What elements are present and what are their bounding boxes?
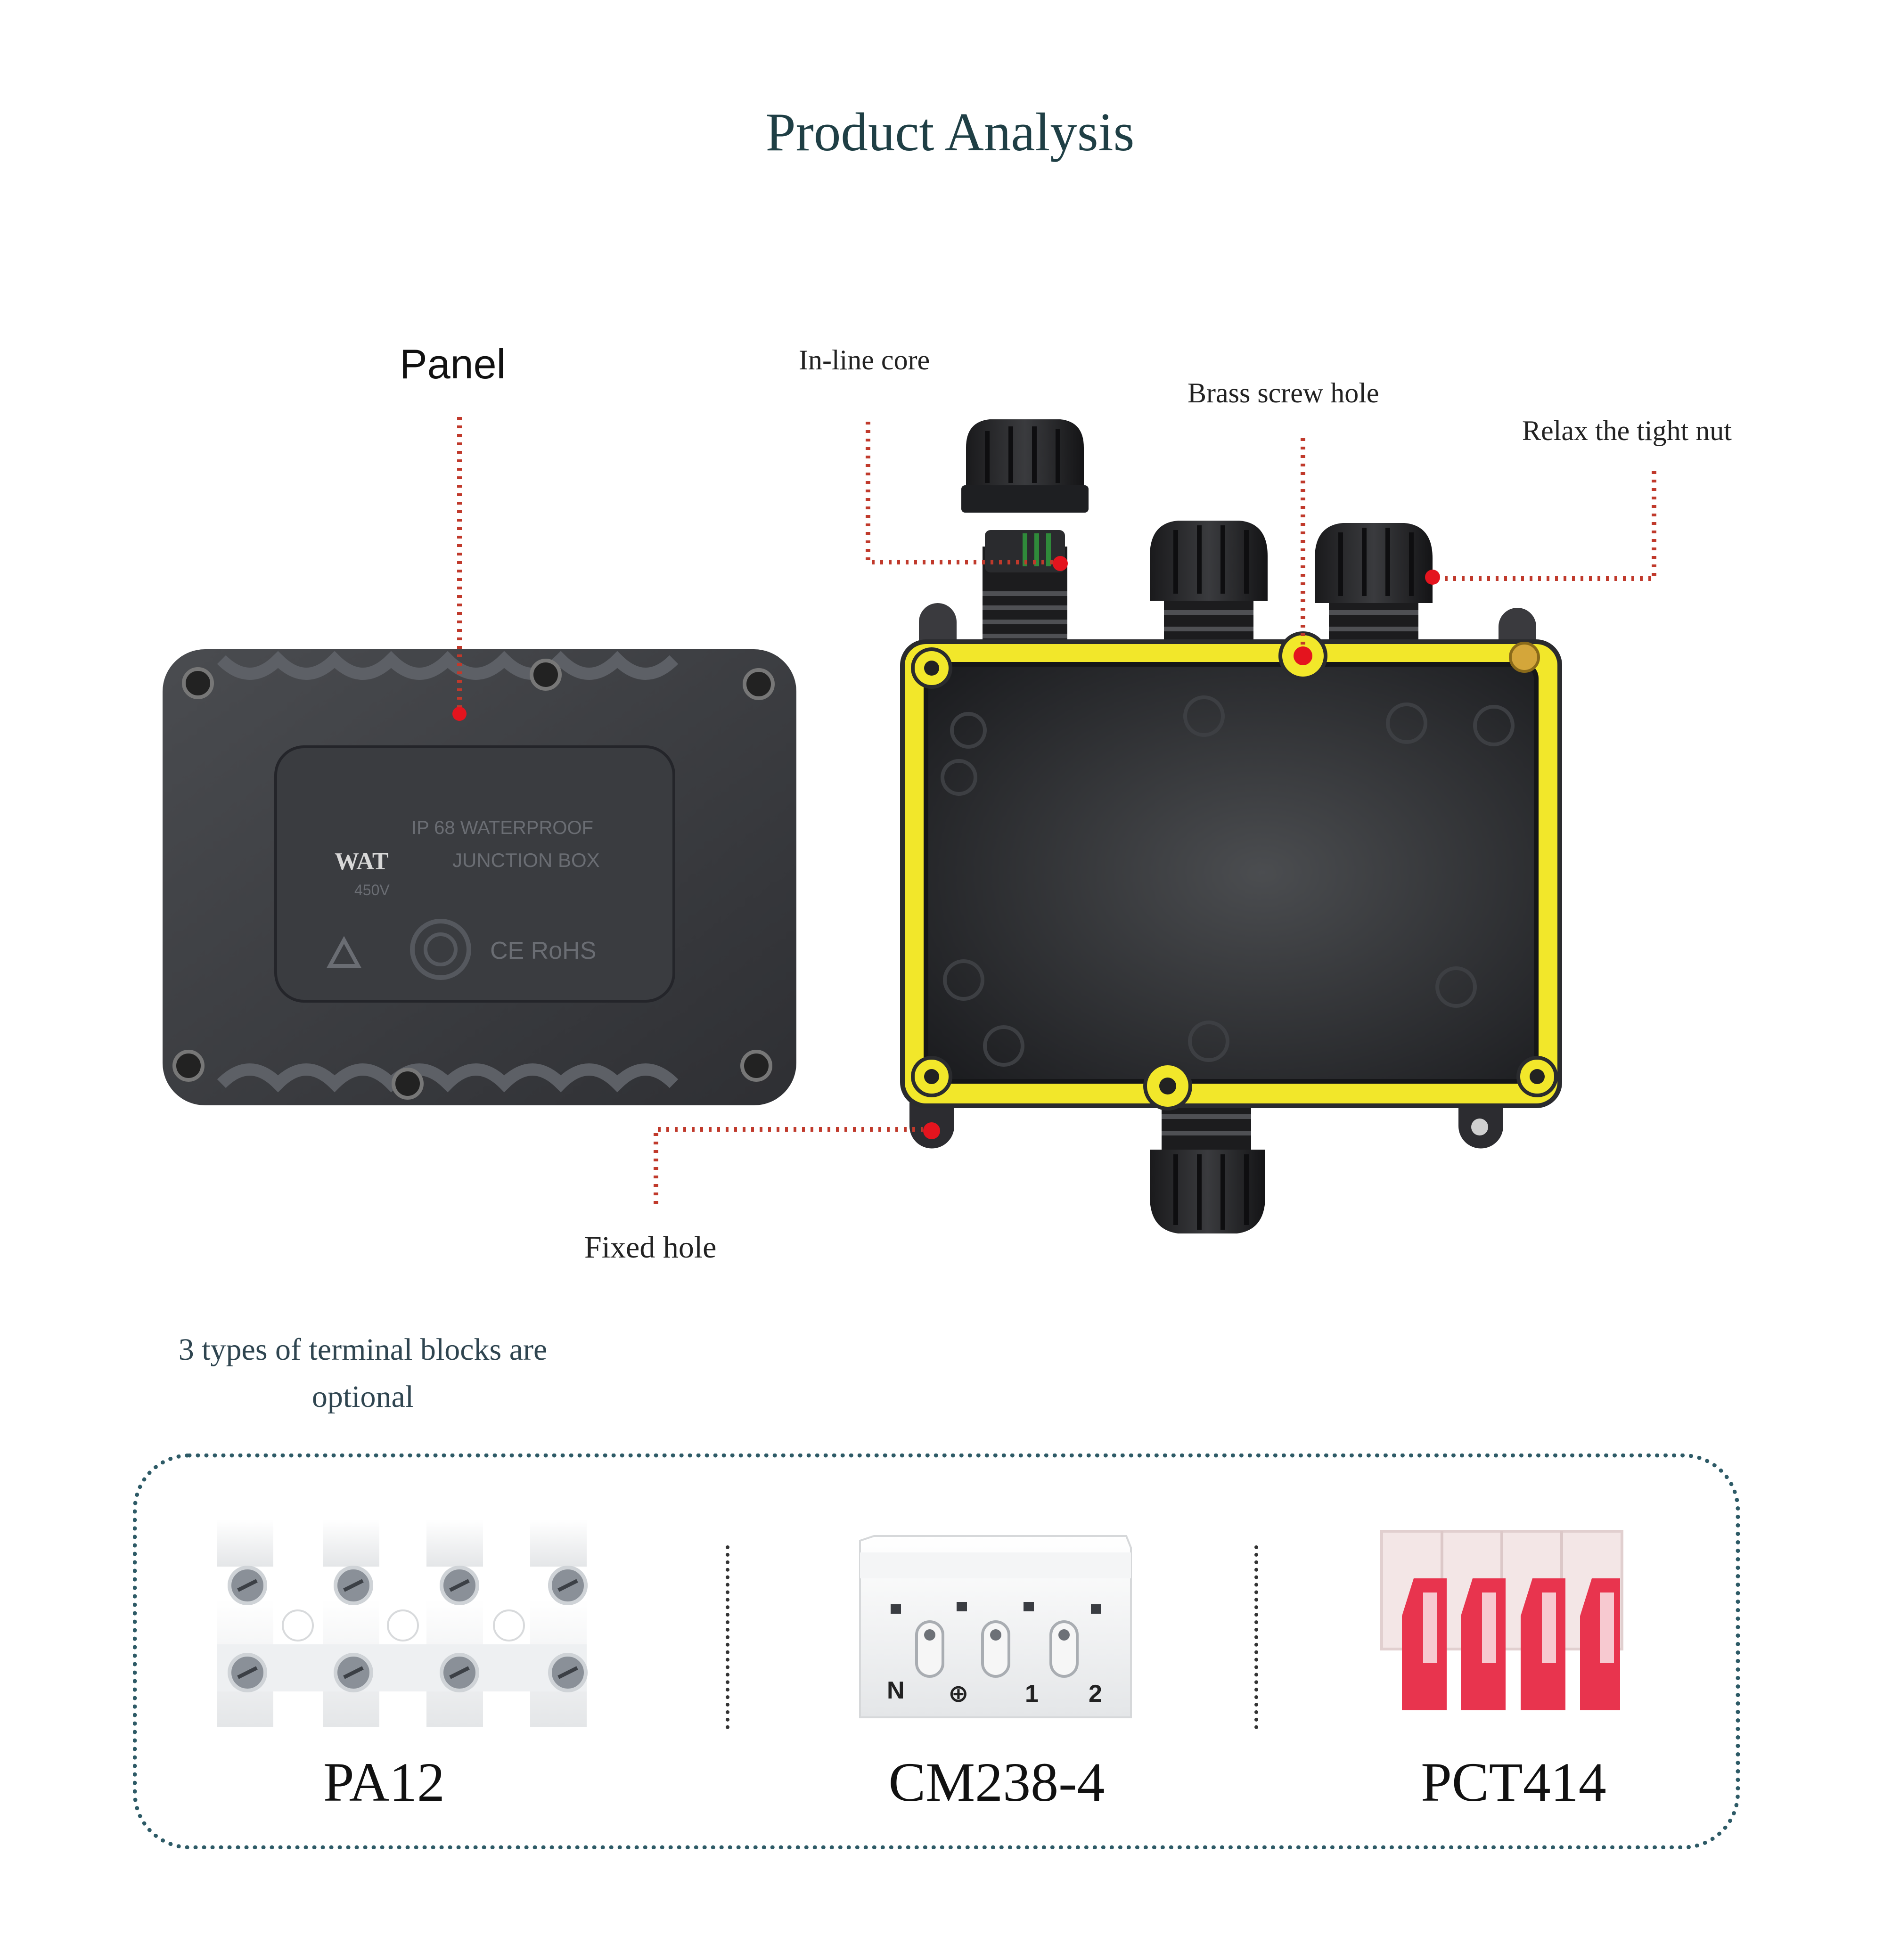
panel-brand: WAT (335, 848, 389, 875)
gland-emblem-icon (410, 919, 471, 980)
in-line-core-leader (866, 422, 1053, 564)
model-pa12-label: PA12 (323, 1751, 445, 1813)
panel-lid: IP 68 WATERPROOF WAT JUNCTION BOX 450V C… (163, 649, 796, 1105)
relax-nut-marker (1425, 570, 1440, 585)
terminal-heading-line2: optional (311, 1380, 414, 1414)
in-line-core-marker (1053, 556, 1068, 571)
brass-screw-hole-label: Brass screw hole (1188, 377, 1379, 408)
pct414-terminal-block (1380, 1530, 1623, 1710)
warning-triangle-icon (327, 936, 361, 968)
pa12-terminal-block (217, 1519, 588, 1727)
panel-marking-line4: CE RoHS (490, 937, 596, 964)
fixed-hole-label: Fixed hole (584, 1230, 717, 1265)
cm238-label-n: N (887, 1677, 905, 1704)
model-pct414-label: PCT414 (1421, 1751, 1606, 1813)
panel-marking-line2: JUNCTION BOX (452, 849, 600, 871)
brass-screw-hole-marker (1294, 646, 1312, 665)
panel-marker-dot (452, 707, 467, 721)
cable-gland (1150, 521, 1268, 645)
screw-icon (182, 667, 214, 699)
terminal-blocks-heading: 3 types of terminal blocks are optional (132, 1326, 594, 1421)
relax-nut-leader (1441, 471, 1656, 581)
model-cm238-4-label: CM238-4 (888, 1751, 1105, 1813)
cable-gland-bottom (1150, 1093, 1265, 1233)
junction-box-open (900, 419, 1562, 1233)
fixed-hole-marker (923, 1122, 940, 1139)
panel-marking-line3: 450V (354, 882, 390, 898)
screw-icon (392, 1068, 424, 1100)
screw-icon (740, 1050, 772, 1082)
page-title: Product Analysis (765, 102, 1135, 162)
terminal-heading-line1: 3 types of terminal blocks are (178, 1332, 548, 1367)
relax-nut-label: Relax the tight nut (1522, 415, 1732, 446)
cable-gland-open (961, 419, 1089, 645)
divider (1254, 1545, 1258, 1729)
panel-label: Panel (400, 341, 506, 387)
fixed-hole-leader (654, 1127, 923, 1204)
cm238-4-terminal-block: N ⊕ 1 2 (859, 1535, 1132, 1718)
screw-icon (743, 668, 775, 700)
terminal-options-frame (133, 1454, 1740, 1849)
in-line-core-label: In-line core (799, 344, 930, 376)
divider (726, 1545, 729, 1729)
cm238-label-1: 1 (1025, 1680, 1039, 1707)
cable-gland (1315, 523, 1440, 645)
ground-symbol-icon: ⊕ (948, 1680, 969, 1707)
cm238-label-2: 2 (1089, 1680, 1102, 1707)
panel-marking-line1: IP 68 WATERPROOF (411, 817, 593, 838)
screw-icon (530, 659, 562, 691)
corner-screw-holes (911, 631, 1558, 1111)
screw-icon (172, 1050, 205, 1082)
